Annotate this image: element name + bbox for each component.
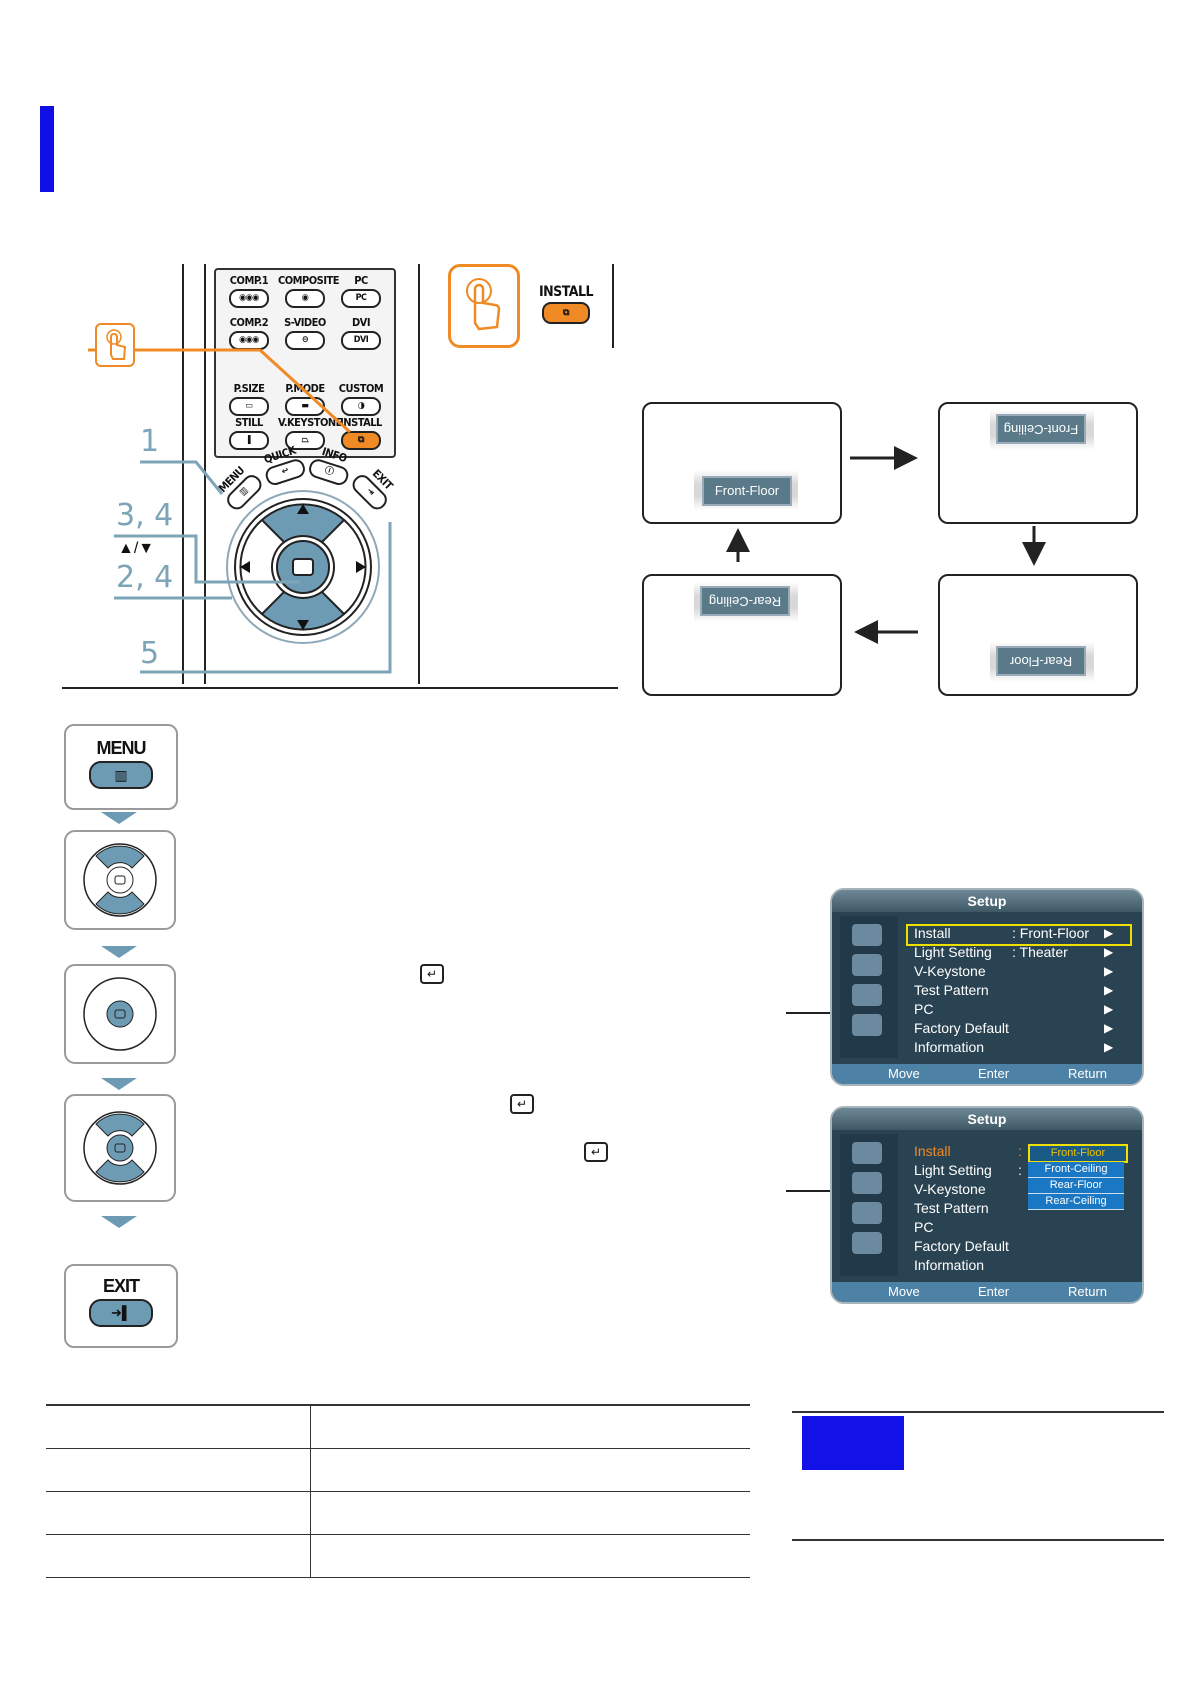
osd-item-pc[interactable]: PC: [914, 1219, 934, 1235]
osd-option-rear-floor[interactable]: Rear-Floor: [1028, 1178, 1124, 1194]
install-button[interactable]: INSTALL⧉: [334, 416, 388, 450]
step-label-2-4: 2, 4: [116, 560, 174, 595]
osd-value-install: : Front-Floor: [1012, 925, 1090, 941]
osd-item-factory-default[interactable]: Factory Default: [914, 1020, 1009, 1036]
osd-item-pc[interactable]: PC: [914, 1001, 934, 1017]
osd-item-test-pattern[interactable]: Test Pattern: [914, 982, 989, 998]
install-header-button: INSTALL⧉: [534, 284, 598, 324]
table-row: [46, 1448, 750, 1492]
osd-item-light-setting[interactable]: Light Setting: [914, 944, 992, 960]
osd-item-information[interactable]: Information: [914, 1039, 985, 1055]
osd-item-test-pattern[interactable]: Test Pattern: [914, 1200, 989, 1216]
custom-button[interactable]: CUSTOM◑: [334, 382, 388, 416]
osd-value-light: : Theater: [1012, 944, 1068, 960]
step-dpad-updown-icon: [64, 830, 176, 930]
step-exit-icon: EXIT ➜▌: [64, 1264, 178, 1348]
section-marker-bar: [40, 106, 54, 192]
still-button[interactable]: STILL❚: [222, 416, 276, 450]
step-menu-icon: MENU ▥: [64, 724, 178, 810]
leader-lines: [62, 348, 618, 689]
osd-item-install[interactable]: Install: [914, 1143, 951, 1159]
osd-title: Setup: [967, 1111, 1007, 1127]
osd-item-information[interactable]: Information: [914, 1257, 985, 1273]
table-row: [46, 1491, 750, 1535]
osd-item-v-keystone[interactable]: V-Keystone: [914, 963, 986, 979]
note-badge: [802, 1416, 904, 1470]
step-label-5: 5: [140, 636, 160, 671]
enter-icon: ↵: [510, 1094, 534, 1114]
step-dpad-enter-icon: [64, 964, 176, 1064]
rear-floor-panel: Rear-Floor: [938, 574, 1138, 696]
osd-highlight: [906, 924, 1132, 946]
table-row: [46, 1534, 750, 1578]
v-keystone-button[interactable]: V.KEYSTONE⏢: [278, 416, 342, 450]
note-top-rule: [792, 1411, 1164, 1413]
step-label-arrows: ▲/▼: [118, 540, 155, 557]
enter-icon: ↵: [420, 964, 444, 984]
s-video-button[interactable]: S-VIDEO⊖: [278, 316, 332, 350]
rear-ceiling-panel: Rear-Ceiling: [642, 574, 842, 696]
osd-option-rear-ceiling[interactable]: Rear-Ceiling: [1028, 1194, 1124, 1210]
osd-item-factory-default[interactable]: Factory Default: [914, 1238, 1009, 1254]
enter-icon: ↵: [584, 1142, 608, 1162]
note-bottom-rule: [792, 1539, 1164, 1541]
front-floor-tag: Front-Floor: [702, 476, 792, 506]
osd-option-front-ceiling[interactable]: Front-Ceiling: [1028, 1162, 1124, 1178]
osd-setup-menu: Setup Install Light Setting V-Keystone T…: [830, 888, 1144, 1086]
osd-sidebar-icons: [840, 1134, 898, 1276]
osd-title: Setup: [967, 893, 1007, 909]
osd-option-front-floor[interactable]: Front-Floor: [1028, 1144, 1128, 1163]
osd-footer: Move Enter Return: [832, 1282, 1142, 1302]
step-dpad-select-icon: [64, 1094, 176, 1202]
osd-footer: Move Enter Return: [832, 1064, 1142, 1084]
osd-item-light-setting[interactable]: Light Setting: [914, 1162, 992, 1178]
p-size-button[interactable]: P.SIZE▭: [222, 382, 276, 416]
table-row: [46, 1404, 750, 1449]
comp1-button[interactable]: COMP.1◉◉◉: [222, 274, 276, 308]
osd-sidebar-icons: [840, 916, 898, 1058]
osd-item-install[interactable]: Install: [914, 925, 951, 941]
osd-item-v-keystone[interactable]: V-Keystone: [914, 1181, 986, 1197]
settings-table: [46, 1404, 750, 1578]
press-hand-icon-large: [448, 264, 520, 348]
remote-dpad[interactable]: [224, 488, 382, 646]
step-label-3-4: 3, 4: [116, 498, 174, 533]
orientation-arrows: [726, 446, 1046, 644]
step-label-1: 1: [140, 424, 160, 459]
press-hand-icon: [95, 323, 135, 367]
composite-button[interactable]: COMPOSITE◉: [278, 274, 340, 308]
front-ceiling-panel: Front-Ceiling: [938, 402, 1138, 524]
front-floor-panel: Front-Floor: [642, 402, 842, 524]
divider: [612, 264, 614, 348]
osd-install-submenu: Setup Install Light Setting V-Keystone T…: [830, 1106, 1144, 1304]
